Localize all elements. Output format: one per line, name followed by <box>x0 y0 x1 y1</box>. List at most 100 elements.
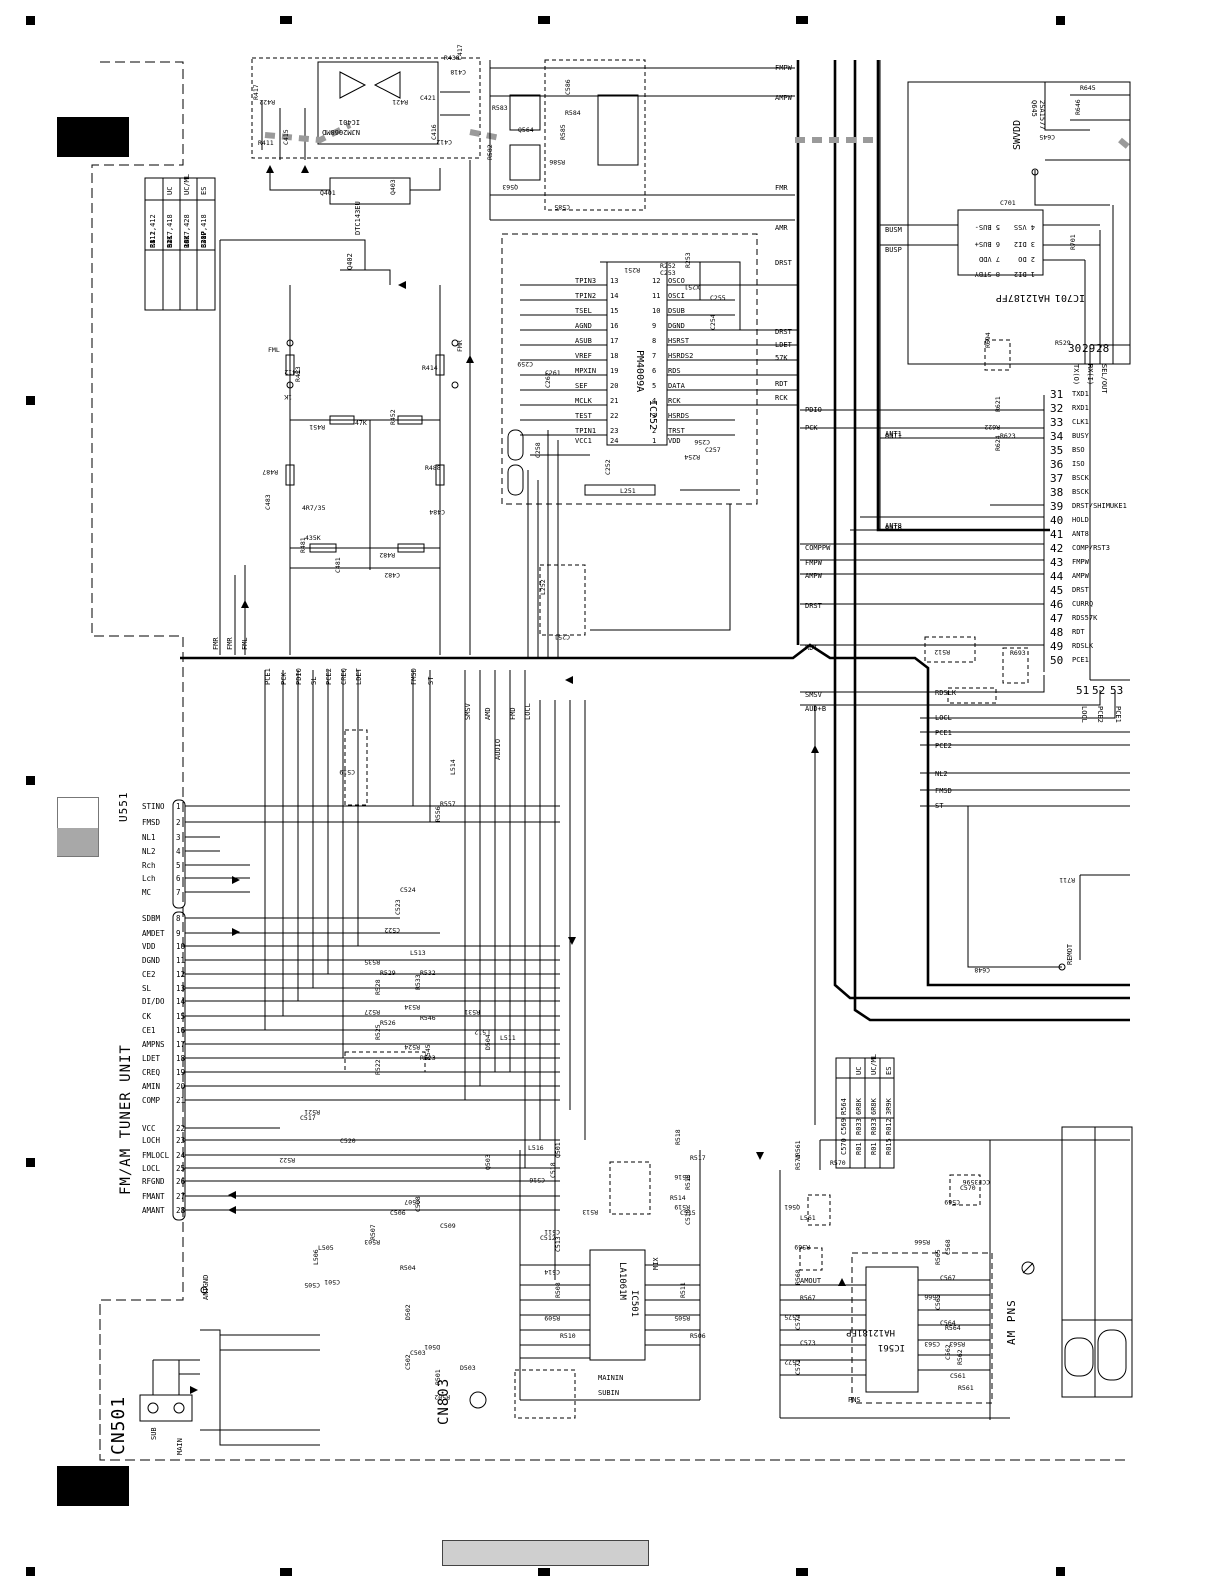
ic501-ref: IC501 <box>629 1290 639 1317</box>
component-ref-label: R532 <box>420 969 436 977</box>
component-ref-label: R414 <box>422 364 438 372</box>
variant-bottom-header: UC/ML <box>870 1054 878 1075</box>
ic701-part: HA12187FP <box>996 292 1050 303</box>
component-ref-label: C524 <box>400 886 416 894</box>
ic252-right-pin: OSCO <box>668 277 685 285</box>
tuner-pin-number: 27 <box>176 1192 185 1201</box>
component-ref-label: R568 <box>794 1269 802 1285</box>
component-ref-label: R624 <box>994 435 1002 451</box>
registration-mark-left-2 <box>26 776 35 785</box>
label-ant8: ANT8 <box>885 522 902 530</box>
fm-lines <box>219 240 246 655</box>
component-ref-label: C256 <box>694 438 710 446</box>
ic252-right-pin-num: 7 <box>652 352 656 360</box>
bus-signal-label: FMSD <box>935 787 952 795</box>
component-ref-label: Q503 <box>484 1154 492 1170</box>
ic252-left-pin: VREF <box>575 352 592 360</box>
component-ref-label: R565 <box>934 1249 942 1265</box>
remote-net <box>967 806 1130 968</box>
variant-top-cell: C417,418 <box>200 214 208 248</box>
ic701-right-pin-sig: DRST <box>1072 586 1090 594</box>
bus-signal-label: DRST <box>775 259 793 267</box>
ic501-part: LA1061M <box>617 1262 627 1301</box>
bus-signal-label: PCK <box>805 424 818 432</box>
ic252-left-pin-num: 16 <box>610 322 618 330</box>
tuner-pin-number: 24 <box>176 1151 186 1160</box>
component-ref-label: C501 <box>324 1278 340 1286</box>
component-ref-label: R693 <box>1010 649 1026 657</box>
component-ref-label: R417 <box>252 84 260 100</box>
ic252-left-pin-num: 20 <box>610 382 618 390</box>
component-ref-label: FMR <box>456 340 464 352</box>
component-ref-label: L511 <box>500 1034 516 1042</box>
component-ref-label: C512 <box>540 1234 556 1242</box>
component-ref-label: R523 <box>420 1054 436 1062</box>
ic701-right-pin-num: 31 <box>1050 388 1063 401</box>
gray-dashed-left <box>264 122 352 144</box>
ic252-right-pin-num: 8 <box>652 337 656 345</box>
ic252-left-pin: TPIN1 <box>575 427 596 435</box>
bus-signal-label: AMR <box>775 224 788 232</box>
tuner-pin-number: 6 <box>176 874 181 883</box>
ic701-right-pin-num: 47 <box>1050 612 1063 625</box>
variant-bottom-cell: R564 <box>840 1098 848 1115</box>
component-ref-label: FML <box>268 346 280 354</box>
component-ref-label: R487 <box>262 468 278 476</box>
component-ref-label: CCF3596 <box>963 1178 990 1186</box>
variant-top-cell: R812 <box>149 231 157 248</box>
component-ref-label: R586 <box>549 158 565 166</box>
label-swvdd: SWVDD <box>1012 120 1023 150</box>
ic701-right-pin-sig: BUSY <box>1072 432 1090 440</box>
ic401-block <box>251 57 481 160</box>
label-mainin: MAININ <box>598 1374 623 1382</box>
ic252-left-pin: ASUB <box>575 337 592 345</box>
cn501-connector-symbol <box>139 1286 320 1446</box>
ic252-left-pin-num: 13 <box>610 277 618 285</box>
arrow-left-3 <box>228 1191 236 1199</box>
component-ref-label: 1K <box>284 393 292 401</box>
registration-mark-top-2 <box>280 16 292 24</box>
variant-bottom-cell: C570 <box>840 1138 848 1155</box>
component-ref-label: C417 <box>456 44 464 60</box>
label-pns: PNS <box>848 1396 861 1404</box>
ic701-right-pin-sig: BSCK <box>1072 488 1090 496</box>
tuner-pin-name: SL <box>142 984 152 993</box>
component-ref-label: R514 <box>670 1194 686 1202</box>
component-ref-label: Q403 <box>389 179 397 195</box>
component-ref-label: L513 <box>410 949 426 957</box>
ic701-right-pin-num: 50 <box>1050 654 1063 667</box>
tuner-pin-name: NL1 <box>142 833 156 842</box>
am-pns-label: AM PNS <box>1005 1299 1018 1345</box>
label-mix: MIX <box>652 1257 660 1270</box>
variant-top-cell: 28K <box>183 235 191 248</box>
bus-signal-label: SMSV <box>464 702 472 720</box>
bus-signal-label: DRST <box>805 602 823 610</box>
variant-top-cell: 330P <box>200 231 208 248</box>
ic701-right-pin-sig: CLK1 <box>1072 418 1089 426</box>
registration-mark-bottom-1 <box>26 1567 35 1576</box>
cn501-outline <box>99 1305 1130 1461</box>
component-ref-label: R556 <box>434 806 442 822</box>
r545-box <box>344 729 368 806</box>
component-ref-label: C502 <box>404 1354 412 1370</box>
variant-table-bottom-grid <box>835 1057 895 1169</box>
component-ref-label: C258 <box>534 442 542 458</box>
tuner-pin-number: 11 <box>176 956 185 965</box>
tuner-pin-number: 14 <box>176 997 186 1006</box>
ic701-right-pin-num: 45 <box>1050 584 1063 597</box>
tuner-pin-number: 1 <box>176 802 181 811</box>
component-ref-label: C253 <box>660 269 676 277</box>
component-ref-label: R694 <box>984 332 992 348</box>
component-ref-label: R254 <box>684 453 700 461</box>
component-ref-label: C571 <box>794 1359 802 1375</box>
component-ref-label: R621 <box>994 396 1002 412</box>
label-antgnd: ANTGND <box>202 1275 210 1300</box>
bus-signal-label: FMR <box>775 184 788 192</box>
variant-top-cell: 36K <box>183 235 191 248</box>
component-ref-label: C567 <box>940 1274 956 1282</box>
component-ref-label: X251 <box>684 283 700 291</box>
ic252-left-pin: TSEL <box>575 307 592 315</box>
component-ref-label: R562 <box>956 1349 964 1365</box>
component-ref-label: R528 <box>374 979 382 995</box>
component-ref-label: C572 <box>784 1358 800 1366</box>
